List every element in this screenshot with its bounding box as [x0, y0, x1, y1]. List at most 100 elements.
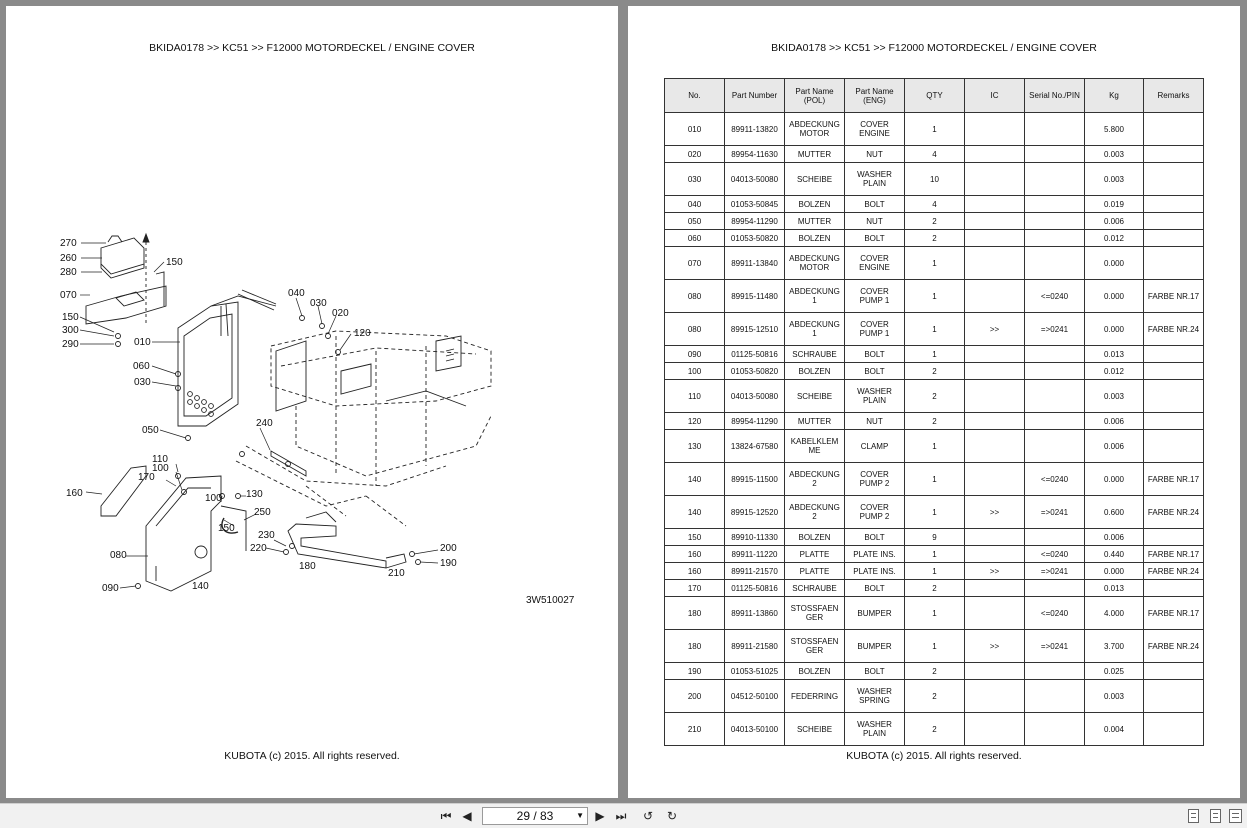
cell-kg: 0.012	[1084, 229, 1144, 247]
cell-kg: 0.000	[1084, 562, 1144, 580]
cell-no: 180	[664, 596, 725, 630]
cell-part-number: 01125-50816	[724, 579, 785, 597]
cell-ic	[964, 162, 1025, 196]
callout-210: 210	[388, 568, 405, 579]
cell-ic	[964, 279, 1025, 313]
cell-remarks: FARBE NR.17	[1143, 545, 1204, 563]
column-header-part-number: Part Number	[724, 78, 785, 113]
cell-part-number: 04013-50080	[724, 162, 785, 196]
cell-qty: 1	[904, 495, 965, 529]
two-page-view-icon[interactable]	[1229, 809, 1242, 823]
callout-100: 100	[152, 463, 169, 474]
cell-serial-no: =>0241	[1024, 495, 1085, 529]
cell-remarks	[1143, 112, 1204, 146]
cell-serial-no: =>0241	[1024, 312, 1085, 346]
column-header-ic: IC	[964, 78, 1025, 113]
bumper-180	[287, 511, 407, 569]
cell-remarks	[1143, 412, 1204, 430]
cell-kg: 0.003	[1084, 145, 1144, 163]
previous-view-icon[interactable]: ↺	[642, 809, 654, 823]
cell-kg: 0.006	[1084, 429, 1144, 463]
callout-110: 110	[152, 454, 168, 465]
next-view-icon[interactable]: ↻	[666, 809, 678, 823]
cell-remarks	[1143, 162, 1204, 196]
cell-serial-no: =>0241	[1024, 629, 1085, 663]
first-page-icon[interactable]: ⏮	[440, 808, 452, 823]
cell-part-name-eng: NUT	[844, 412, 905, 430]
callout-030: 030	[134, 377, 151, 388]
single-page-view-icon[interactable]	[1188, 809, 1199, 823]
cell-qty: 1	[904, 246, 965, 280]
cell-remarks	[1143, 145, 1204, 163]
page-number-select[interactable]: 29 / 83 ▼	[482, 807, 588, 825]
cell-part-name-pol: BOLZEN	[784, 662, 845, 680]
cell-qty: 2	[904, 362, 965, 380]
cell-part-name-eng: BUMPER	[844, 596, 905, 630]
cell-no: 160	[664, 545, 725, 563]
callout-070: 070	[60, 290, 77, 301]
cell-no: 030	[664, 162, 725, 196]
cell-serial-no: <=0240	[1024, 462, 1085, 496]
cell-remarks	[1143, 345, 1204, 363]
cell-part-number: 89954-11630	[724, 145, 785, 163]
cell-part-name-eng: BOLT	[844, 229, 905, 247]
cell-part-number: 04013-50080	[724, 379, 785, 413]
cell-ic	[964, 412, 1025, 430]
cell-part-name-pol: SCHEIBE	[784, 162, 845, 196]
cell-part-number: 89911-13820	[724, 112, 785, 146]
cell-ic	[964, 212, 1025, 230]
cell-ic	[964, 362, 1025, 380]
viewer-toolbar: ⏮ ◀ 29 / 83 ▼ ▶ ⏭ ↺ ↻	[0, 803, 1247, 828]
cell-no: 140	[664, 462, 725, 496]
callout-220: 220	[250, 543, 267, 554]
cell-kg: 0.000	[1084, 462, 1144, 496]
cell-ic	[964, 195, 1025, 213]
next-page-icon[interactable]: ▶	[595, 809, 605, 823]
cell-part-name-pol: BOLZEN	[784, 362, 845, 380]
cell-no: 090	[664, 345, 725, 363]
cell-no: 150	[664, 528, 725, 546]
cell-no: 130	[664, 429, 725, 463]
callout-150: 150	[218, 523, 235, 534]
cell-part-name-eng: BOLT	[844, 345, 905, 363]
previous-page-icon[interactable]: ◀	[462, 809, 472, 823]
callout-010: 010	[134, 337, 151, 348]
cell-kg: 0.006	[1084, 528, 1144, 546]
cell-ic: >>	[964, 495, 1025, 529]
drawing-id: 3W510027	[526, 595, 575, 606]
page-footer: KUBOTA (c) 2015. All rights reserved.	[224, 750, 400, 762]
cell-qty: 4	[904, 195, 965, 213]
cell-remarks	[1143, 429, 1204, 463]
cell-qty: 1	[904, 112, 965, 146]
left-page: BKIDA0178 >> KC51 >> F12000 MOTORDECKEL …	[6, 6, 618, 798]
cell-kg: 0.013	[1084, 345, 1144, 363]
cell-serial-no	[1024, 345, 1085, 363]
cell-no: 110	[664, 379, 725, 413]
cell-no: 120	[664, 412, 725, 430]
last-page-icon[interactable]: ⏭	[615, 808, 627, 823]
cell-kg: 4.000	[1084, 596, 1144, 630]
engine-cover-small	[85, 232, 167, 326]
cell-kg: 0.025	[1084, 662, 1144, 680]
continuous-view-icon[interactable]	[1210, 809, 1221, 823]
cell-no: 080	[664, 279, 725, 313]
cell-no: 080	[664, 312, 725, 346]
cell-serial-no	[1024, 412, 1085, 430]
cell-qty: 1	[904, 345, 965, 363]
cell-ic	[964, 229, 1025, 247]
